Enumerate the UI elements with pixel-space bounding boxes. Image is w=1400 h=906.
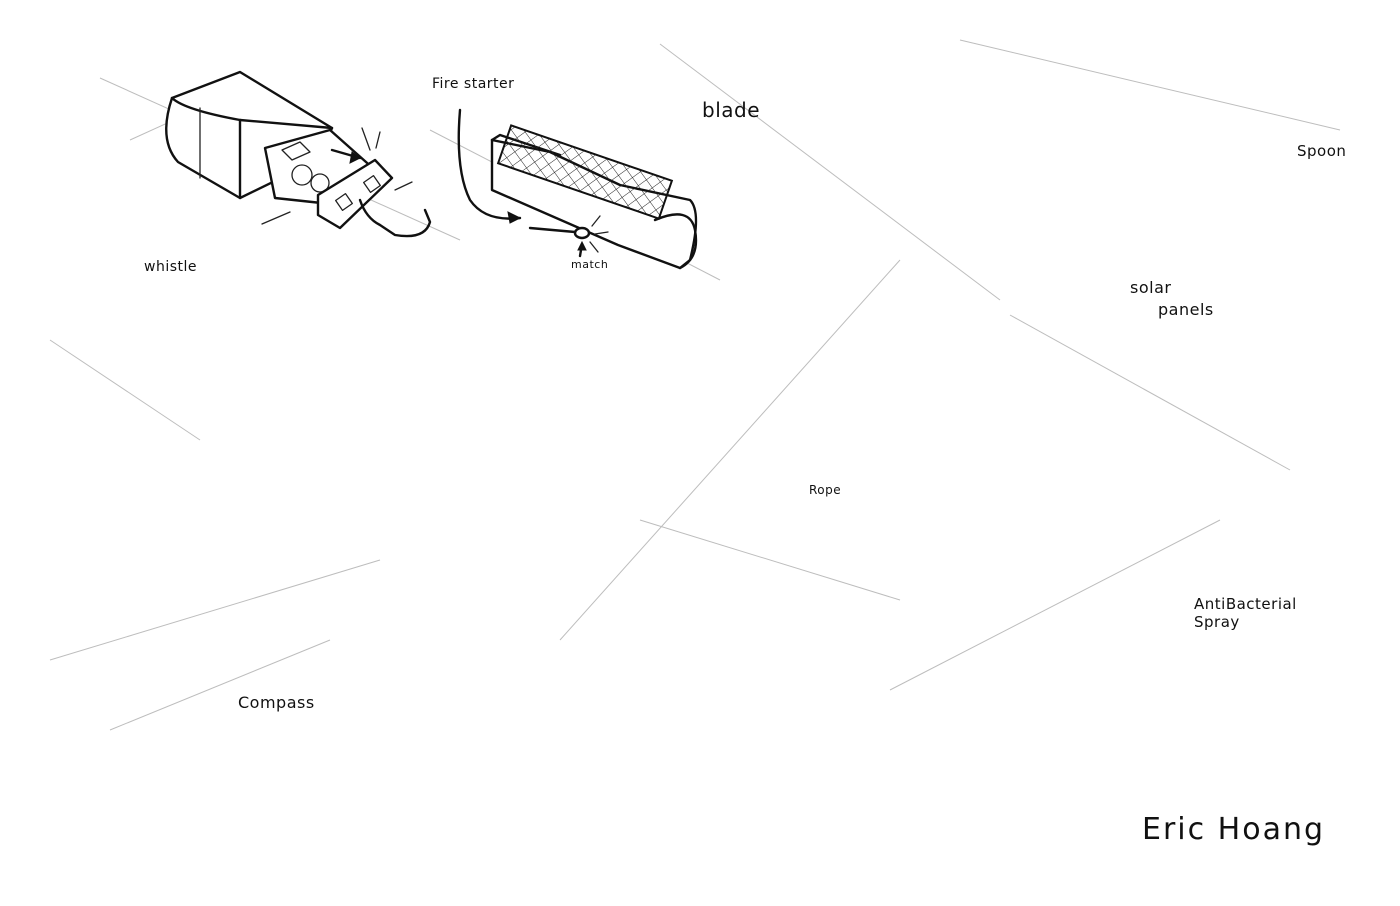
label-panels: panels (1158, 300, 1214, 319)
label-match: match (571, 258, 609, 271)
label-whistle: whistle (144, 259, 197, 275)
label-antibacterial: AntiBacterial (1194, 595, 1297, 613)
artist-signature: Eric Hoang (1142, 812, 1326, 847)
sketch-fire-starter (457, 108, 698, 270)
construction-lines (49, 39, 1341, 731)
label-compass: Compass (238, 693, 315, 712)
label-rope: Rope (809, 483, 842, 497)
label-spray: Spray (1194, 613, 1240, 631)
sketch-slide-out-carabiner (165, 70, 432, 238)
label-blade: blade (702, 98, 761, 122)
label-solar: solar (1130, 278, 1172, 297)
label-fire-starter: Fire starter (432, 76, 515, 92)
label-spoon: Spoon (1297, 142, 1347, 160)
